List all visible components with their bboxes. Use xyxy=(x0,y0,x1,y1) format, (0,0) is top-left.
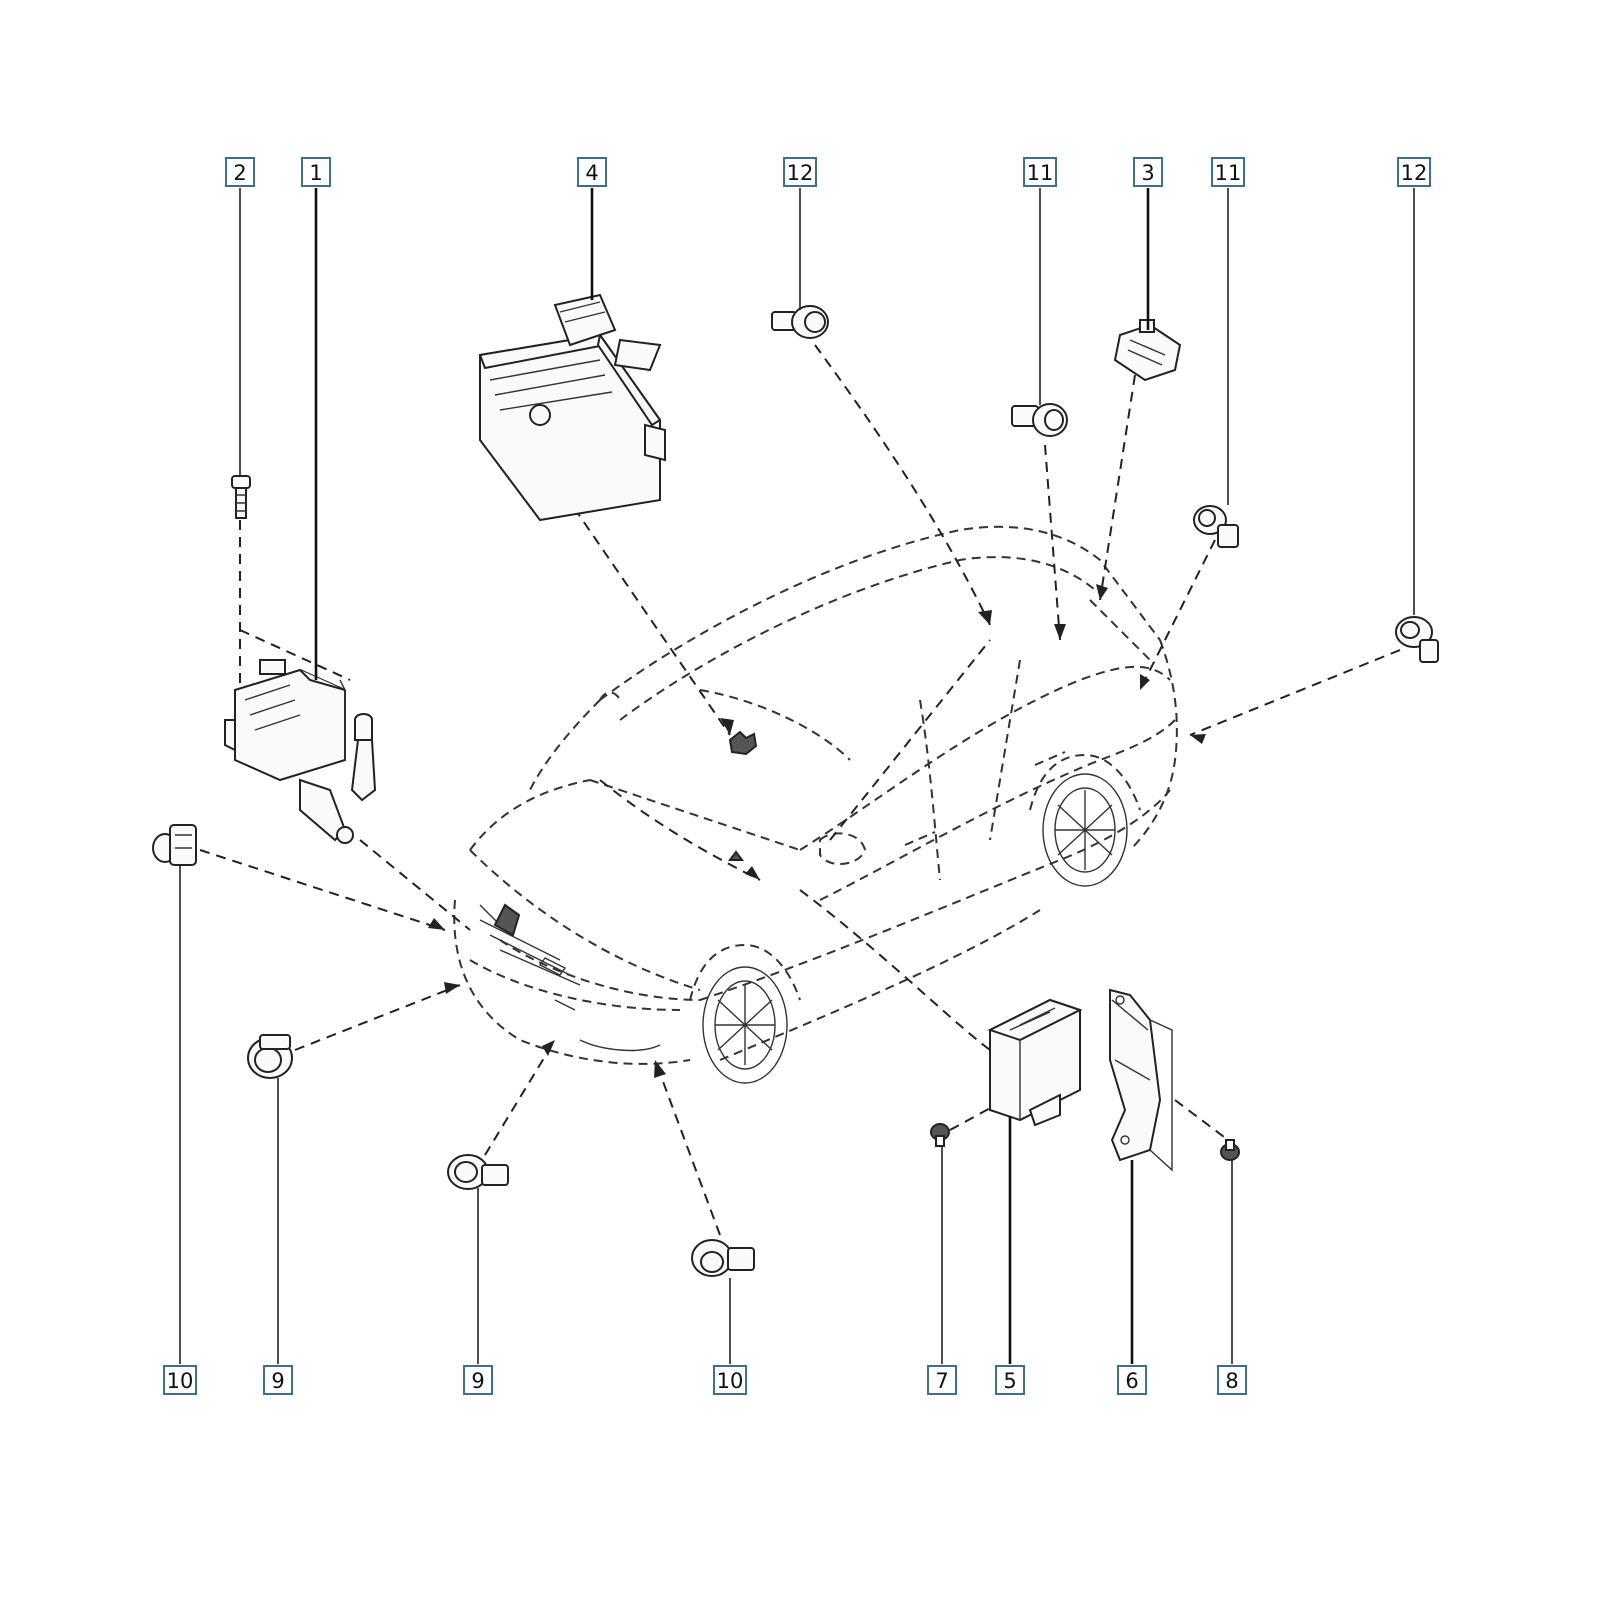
callout-top-7: 11 xyxy=(1211,157,1245,187)
callout-label: 7 xyxy=(935,1369,948,1393)
sensor-part-10-b xyxy=(691,1239,755,1277)
screw-part-7 xyxy=(930,1123,950,1147)
callout-bottom-5: 7 xyxy=(927,1365,957,1395)
camera-module-part-4 xyxy=(478,293,666,522)
callout-label: 11 xyxy=(1027,161,1054,185)
callout-bottom-8: 8 xyxy=(1217,1365,1247,1395)
radar-mount-mark xyxy=(493,903,521,937)
callout-label: 1 xyxy=(309,161,322,185)
sensor-part-3 xyxy=(1113,319,1182,382)
sensor-part-11-b xyxy=(1193,505,1239,548)
control-unit-part-5 xyxy=(987,998,1083,1127)
sensor-mount-mark xyxy=(728,850,744,861)
callout-top-4: 12 xyxy=(783,157,817,187)
callout-label: 4 xyxy=(585,161,598,185)
callout-bottom-2: 9 xyxy=(263,1365,293,1395)
radar-module-part-1 xyxy=(224,659,377,844)
callout-label: 2 xyxy=(233,161,246,185)
callout-label: 8 xyxy=(1225,1369,1238,1393)
callout-bottom-3: 9 xyxy=(463,1365,493,1395)
sensor-part-12-b xyxy=(1395,616,1439,663)
callout-top-8: 12 xyxy=(1397,157,1431,187)
callout-bottom-1: 10 xyxy=(163,1365,197,1395)
callout-label: 6 xyxy=(1125,1369,1138,1393)
callout-label: 10 xyxy=(167,1369,194,1393)
callout-label: 9 xyxy=(271,1369,284,1393)
sensor-part-12-a xyxy=(771,305,829,339)
callout-label: 12 xyxy=(1401,161,1428,185)
callout-top-2: 1 xyxy=(301,157,331,187)
callout-label: 12 xyxy=(787,161,814,185)
callout-top-5: 11 xyxy=(1023,157,1057,187)
camera-mount-mark xyxy=(728,730,758,756)
callout-top-3: 4 xyxy=(577,157,607,187)
callout-label: 3 xyxy=(1141,161,1154,185)
callout-label: 5 xyxy=(1003,1369,1016,1393)
callout-label: 9 xyxy=(471,1369,484,1393)
callout-bottom-4: 10 xyxy=(713,1365,747,1395)
screw-part-8 xyxy=(1220,1139,1240,1161)
sensor-part-9-b xyxy=(447,1154,509,1190)
bracket-part-6 xyxy=(1109,988,1173,1172)
bolt-part-2 xyxy=(231,475,251,519)
callout-bottom-6: 5 xyxy=(995,1365,1025,1395)
arrow-heads xyxy=(428,584,1206,1078)
rear-wheel xyxy=(1029,753,1141,887)
sensor-part-10-a xyxy=(152,824,197,866)
sensor-part-11-a xyxy=(1011,403,1068,437)
front-wheel xyxy=(689,943,801,1084)
callout-label: 10 xyxy=(717,1369,744,1393)
callout-top-1: 2 xyxy=(225,157,255,187)
callout-top-6: 3 xyxy=(1133,157,1163,187)
leader-lines xyxy=(179,188,1415,1364)
callout-bottom-7: 6 xyxy=(1117,1365,1147,1395)
assembly-lines xyxy=(199,344,1401,1236)
callout-label: 11 xyxy=(1215,161,1242,185)
vehicle-outline xyxy=(453,525,1178,1065)
sensor-part-9-a xyxy=(247,1034,293,1079)
